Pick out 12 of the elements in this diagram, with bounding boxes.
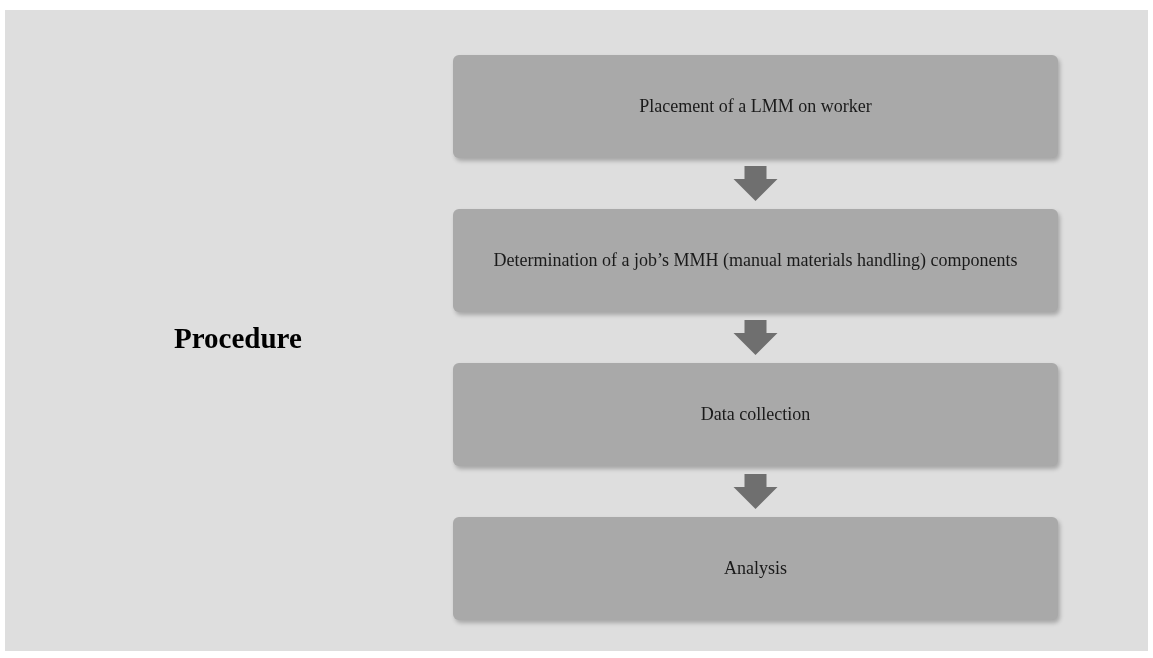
process-box (453, 517, 1058, 620)
title: Procedure (174, 321, 302, 356)
process-box (453, 55, 1058, 158)
block-arrow (733, 474, 778, 509)
step-label: Analysis (724, 557, 787, 580)
step-label: Determination of a job’s MMH (manual materials handling) components (493, 249, 1018, 272)
block-arrow (733, 166, 778, 201)
step-label: Data collection (700, 403, 811, 426)
process-box (453, 363, 1058, 466)
step-label: Placement of a LMM on worker (639, 95, 872, 118)
block-arrow (733, 320, 778, 355)
process-box (453, 209, 1058, 312)
